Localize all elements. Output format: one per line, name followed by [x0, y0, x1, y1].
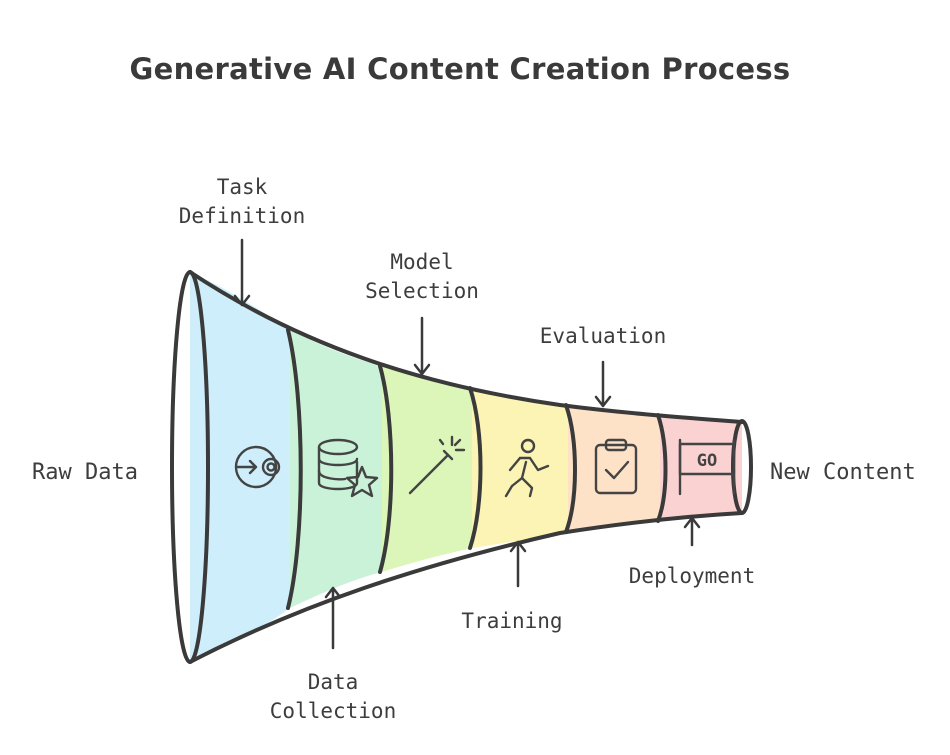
stage-label-data-collection: Data Collection	[270, 670, 396, 723]
go-sign-text: GO	[697, 451, 717, 471]
target-arrow-icon	[234, 445, 281, 489]
arrow-down	[233, 238, 251, 307]
stage-label-line: Definition	[179, 204, 305, 228]
magic-wand-icon	[408, 435, 466, 495]
stage-label-deployment: Deployment	[629, 564, 755, 588]
input-label: Raw Data	[32, 460, 138, 485]
stage-label-task-definition: Task Definition	[179, 175, 305, 228]
stage-label-line: Selection	[365, 279, 479, 303]
stage-divider	[286, 328, 303, 610]
output-label: New Content	[770, 460, 916, 485]
stage-fill-data-collection	[290, 330, 382, 608]
funnel-mouth	[170, 270, 210, 664]
stage-divider	[468, 386, 483, 550]
arrow-down	[594, 360, 612, 408]
go-sign-icon: GO	[678, 438, 736, 496]
stage-fill-training	[472, 388, 568, 548]
stage-fill-model-selection	[382, 366, 472, 572]
page-title: Generative AI Content Creation Process	[129, 52, 791, 86]
stage-fill-evaluation	[568, 405, 660, 532]
clipboard-check-icon	[594, 438, 638, 495]
arrow-up	[324, 586, 342, 650]
funnel-top-edge	[188, 270, 744, 424]
stage-label-training: Training	[461, 609, 562, 633]
stage-label-line: Evaluation	[540, 324, 666, 348]
arrow-down	[413, 316, 431, 376]
stage-label-line: Task	[217, 175, 268, 199]
database-star-icon	[317, 438, 379, 498]
stage-label-line: Training	[461, 609, 562, 633]
arrow-up	[509, 540, 527, 588]
stage-label-line: Data	[308, 670, 359, 694]
stage-label-line: Model	[390, 250, 453, 274]
stage-divider	[378, 364, 394, 574]
stage-divider	[656, 413, 668, 523]
stage-divider	[564, 403, 577, 534]
stage-label-line: Collection	[270, 699, 396, 723]
stage-label-evaluation: Evaluation	[540, 324, 666, 348]
arrow-up	[683, 516, 701, 547]
stage-label-line: Deployment	[629, 564, 755, 588]
stage-label-model-selection: Model Selection	[365, 250, 479, 303]
running-person-icon	[504, 438, 550, 498]
